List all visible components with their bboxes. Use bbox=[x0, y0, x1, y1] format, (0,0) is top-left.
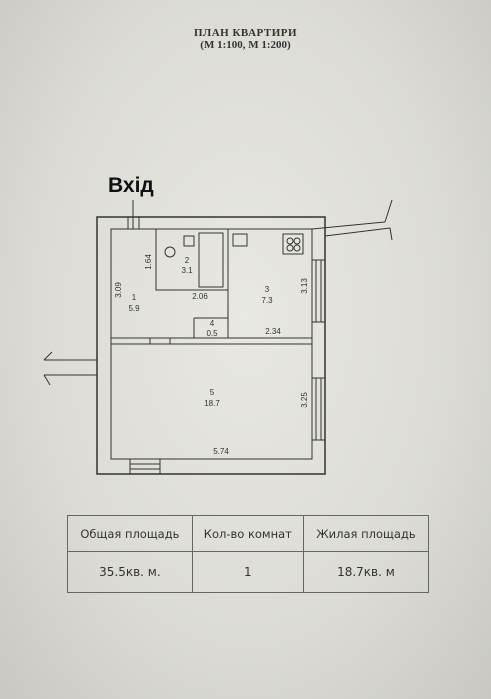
room-5-area: 18.7 bbox=[204, 399, 220, 408]
kitchen-sink bbox=[232, 233, 248, 247]
wall-hall-bottom bbox=[111, 337, 312, 345]
header-room-count: Кол-во комнат bbox=[191, 515, 304, 552]
header-total-area: Общая площадь bbox=[67, 515, 193, 552]
value-living-area: 18.7кв. м bbox=[302, 551, 430, 593]
room-5-number: 5 bbox=[210, 388, 215, 397]
room-1-number: 1 bbox=[132, 293, 137, 302]
top-right-wall bbox=[311, 199, 393, 241]
room-3-area: 7.3 bbox=[261, 296, 273, 305]
dim-hall-height: 3.09 bbox=[114, 282, 123, 298]
dim-hall-width: 2.06 bbox=[192, 292, 208, 301]
summary-table: Общая площадь Кол-во комнат Жилая площад… bbox=[67, 515, 430, 593]
wall-closet bbox=[193, 317, 229, 338]
kitchen-stove bbox=[282, 233, 304, 255]
dim-kitchen-width: 2.34 bbox=[265, 327, 281, 336]
header-living-area: Жилая площадь bbox=[302, 515, 430, 552]
room-3-number: 3 bbox=[265, 285, 270, 294]
dim-hall-top: 1.64 bbox=[144, 254, 153, 270]
dim-room-height: 3.25 bbox=[300, 392, 309, 408]
bathtub bbox=[198, 232, 224, 288]
room-2-area: 3.1 bbox=[181, 266, 193, 275]
room-1-area: 5.9 bbox=[128, 304, 140, 313]
toilet bbox=[164, 246, 176, 258]
kitchen-window bbox=[312, 259, 325, 323]
sink bbox=[183, 235, 195, 247]
left-wall-stub bbox=[43, 351, 97, 386]
room-4-number: 4 bbox=[210, 319, 215, 328]
room-2-number: 2 bbox=[185, 256, 190, 265]
room-window bbox=[312, 377, 325, 441]
dim-room-width: 5.74 bbox=[213, 447, 229, 456]
value-room-count: 1 bbox=[191, 551, 304, 593]
outer-wall bbox=[96, 216, 326, 475]
balcony-door bbox=[129, 459, 161, 474]
wall-bath bbox=[155, 229, 228, 291]
value-total-area: 35.5кв. м. bbox=[67, 551, 193, 593]
dim-kitchen-height: 3.13 bbox=[300, 278, 309, 294]
entrance-door bbox=[127, 200, 140, 229]
entrance-label: Вхід bbox=[108, 174, 154, 197]
hall-door bbox=[149, 338, 171, 344]
room-4-area: 0.5 bbox=[206, 329, 218, 338]
plan-scale: (М 1:100, М 1:200) bbox=[200, 39, 291, 51]
plan-title: ПЛАН КВАРТИРИ bbox=[193, 27, 298, 39]
